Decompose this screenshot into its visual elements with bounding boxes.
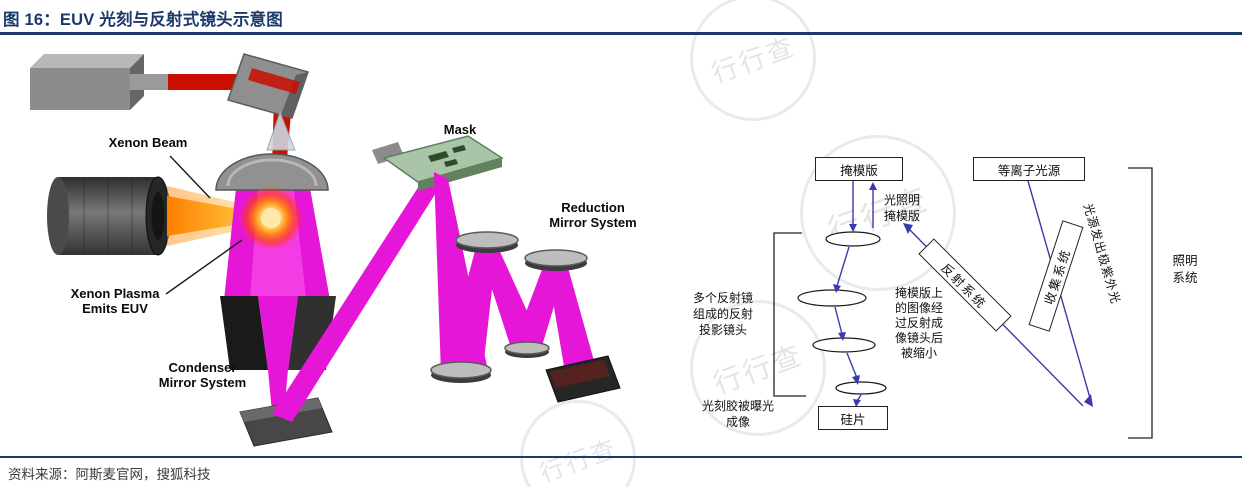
flow-brackets (773, 167, 1153, 439)
mirror-disc-1 (455, 231, 519, 253)
beam-to-mask (272, 172, 444, 422)
mirror-disc-4 (430, 361, 492, 383)
wafer-box: 硅片 (818, 406, 888, 430)
laser-gun (30, 54, 168, 110)
xenon-beam-label: Xenon Beam (108, 135, 188, 150)
condenser-line1: Condenser (168, 360, 237, 375)
reduction-line2: Mirror System (549, 215, 637, 230)
mask-plate-box: 掩模版 (815, 157, 903, 181)
xenon-plasma-line2: Emits EUV (82, 301, 148, 316)
plasma-source-box: 等离子光源 (973, 157, 1085, 181)
collector-dome (215, 110, 329, 191)
mask-label: Mask (443, 122, 477, 137)
source-caption: 资料来源：阿斯麦官网，搜狐科技 (8, 467, 211, 482)
mirror-slab-5 (545, 355, 621, 403)
mirror-disc-2 (524, 249, 588, 271)
illuminate-mask-label: 光照明 掩模版 (883, 193, 920, 223)
photoresist-label: 光刻胶被曝光 成像 (701, 399, 774, 429)
reduction-label: Reduction Mirror System (528, 200, 658, 230)
xenon-beam-orange (167, 186, 268, 246)
illumination-system-label: 照明 系统 (1172, 254, 1198, 285)
projection-lens-label: 多个反射镜 组成的反射 投影镜头 (692, 291, 753, 337)
euv-schematic-graphics (30, 53, 1153, 447)
pointer-lines (165, 155, 243, 295)
xenon-plasma-line1: Xenon Plasma (70, 286, 160, 301)
xenon-plasma-label: Xenon Plasma Emits EUV (40, 286, 190, 316)
reduction-line1: Reduction (561, 200, 625, 215)
image-shrink-label: 掩模版上 的图像经 过反射成 像镜头后 被缩小 (894, 286, 943, 360)
euv-plasma-glow (239, 186, 303, 250)
flow-lenses (797, 231, 887, 395)
mirror-discs (430, 231, 621, 403)
xenon-source-cylinder (47, 176, 171, 256)
fold-mirror (227, 53, 309, 119)
title-divider (0, 32, 1242, 35)
condenser-line2: Mirror System (158, 375, 247, 390)
condenser-label: Condenser Mirror System (135, 360, 270, 390)
figure-title: 图 16：EUV 光刻与反射式镜头示意图 (3, 11, 283, 29)
reduction-beams (434, 172, 596, 378)
footer-divider (0, 456, 1242, 458)
mirror-disc-3 (504, 341, 550, 358)
